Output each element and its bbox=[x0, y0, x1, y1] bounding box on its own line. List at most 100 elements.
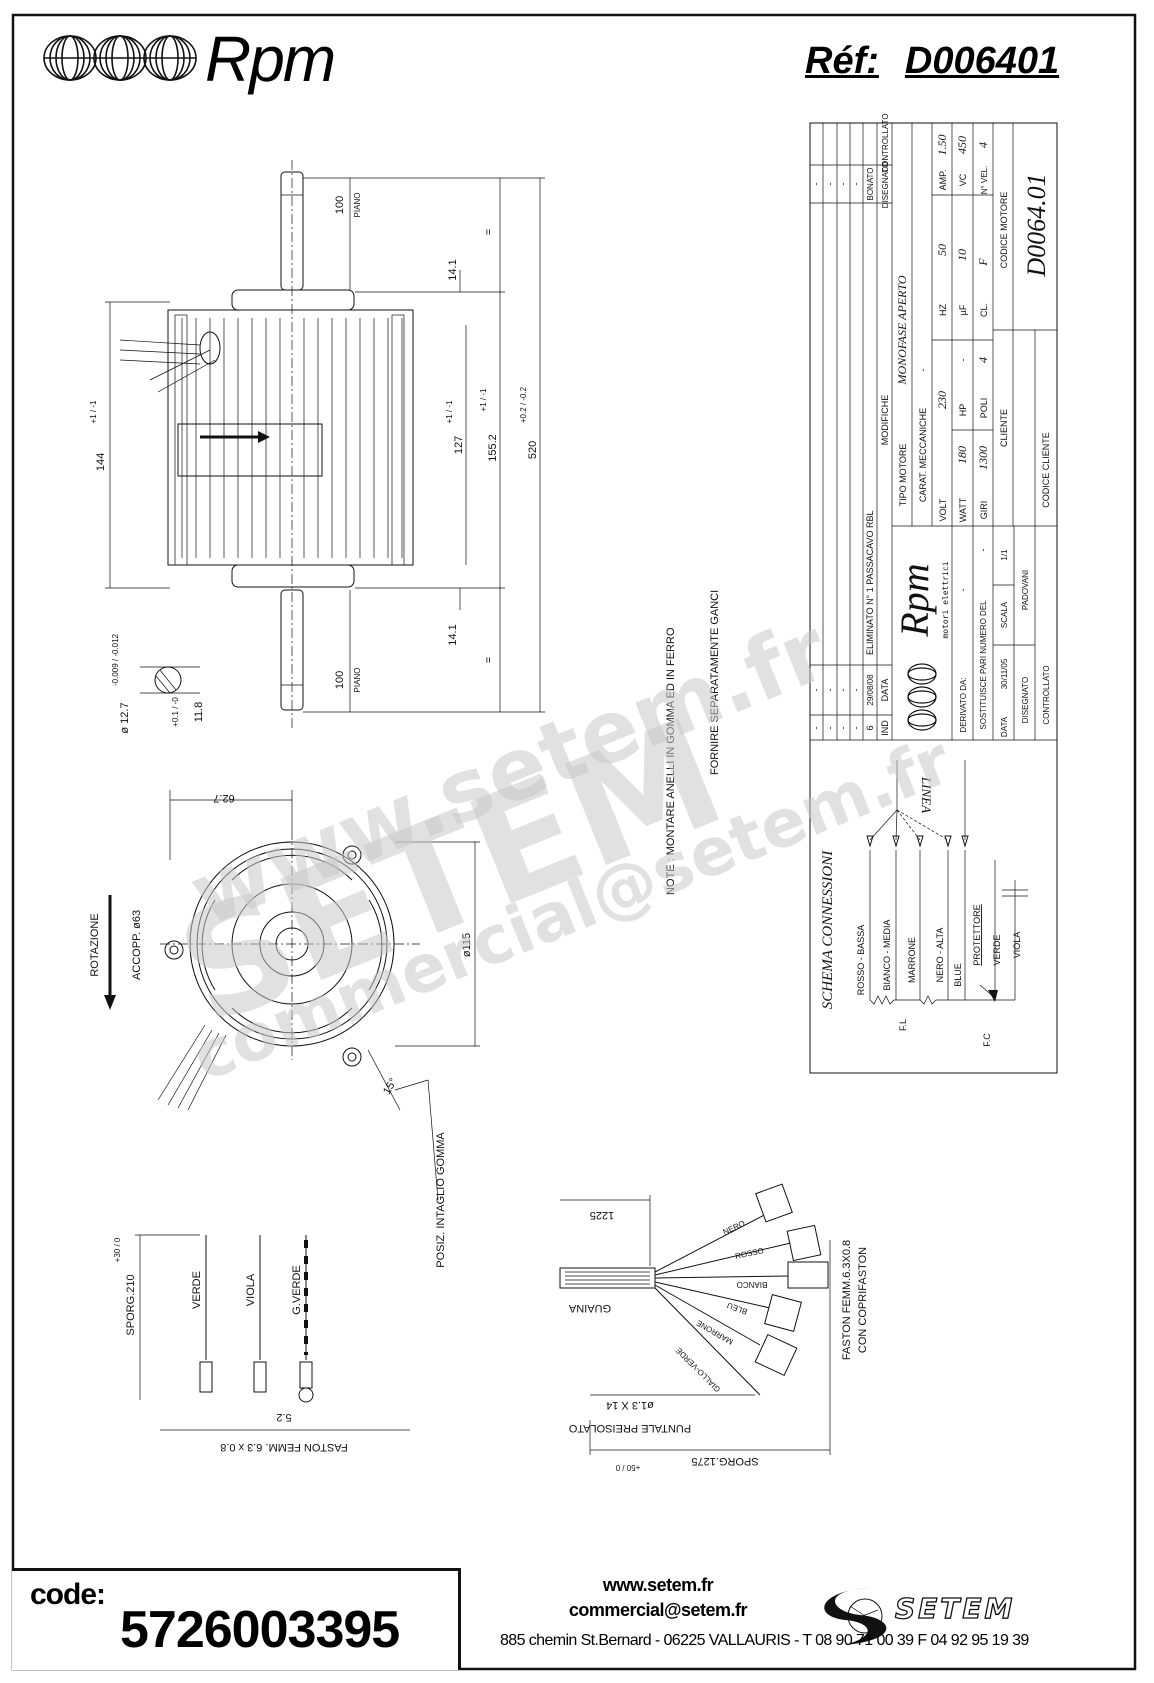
wiring-schema: SCHEMA CONNESSIONI LINEA ROSSO - BASSA B… bbox=[820, 760, 1028, 1047]
sostituisce-value: - bbox=[978, 549, 988, 552]
code-label: code: bbox=[30, 1578, 106, 1611]
rev-3-data: - bbox=[838, 689, 848, 692]
volt-value: 230 bbox=[935, 391, 949, 409]
cl-label: CL. bbox=[979, 303, 989, 317]
setem-logo-text: SETEM bbox=[895, 1592, 1015, 1625]
motor-front-view: 62.7 ROTAZIONE ACCOPP. ø63 ø115 15° POSI… bbox=[89, 790, 480, 1268]
note-line-1: NOTE : MONTARE ANELLI IN GOMMA ED IN FER… bbox=[665, 627, 677, 895]
hp-value: - bbox=[958, 359, 968, 362]
equal-bottom: = bbox=[483, 657, 495, 663]
schema-wire-protettore: PROTETTORE bbox=[972, 904, 982, 965]
title-block-logo-sub: motori elettrici bbox=[941, 561, 950, 638]
dim-62-7: 62.7 bbox=[213, 792, 234, 804]
schema-fl: F.L bbox=[898, 1019, 908, 1031]
footer-email[interactable]: commercial@setem.fr bbox=[568, 1600, 748, 1620]
harness-faston-1: FASTON FEMM.6.3X0.8 bbox=[841, 1240, 853, 1360]
rev-header-desc: MODIFICHE bbox=[880, 395, 890, 446]
footer-address: 885 chemin St.Bernard - 06225 VALLAURIS … bbox=[500, 1632, 1029, 1649]
terminal-label: PUNTALE PREISOLATO bbox=[568, 1422, 691, 1434]
dim-piano-bottom: 100 bbox=[334, 671, 346, 689]
reference-label: Réf: bbox=[805, 40, 879, 82]
controllato-label: CONTROLLATO bbox=[1042, 665, 1051, 724]
rpm-logo-text: Rpm bbox=[205, 23, 336, 95]
code-box bbox=[12, 1568, 461, 1670]
dim-115: ø115 bbox=[461, 933, 473, 957]
rev-2-drawn: - bbox=[825, 183, 835, 186]
giri-value: 1300 bbox=[976, 446, 990, 470]
harness-drawing: 1225 GUAINA NERO ROSSO BIANCO BLEU MARRO… bbox=[559, 1183, 869, 1472]
equal-top: = bbox=[483, 229, 495, 235]
vc-value: 450 bbox=[955, 136, 969, 154]
schema-wire-blue: BLUE bbox=[953, 963, 963, 987]
piano-label-bottom: PIANO bbox=[353, 668, 362, 693]
schema-wire-viola: VIOLA bbox=[1012, 932, 1022, 959]
footer-website[interactable]: www.setem.fr bbox=[602, 1575, 714, 1595]
coupling-label: ACCOPP. ø63 bbox=[131, 910, 143, 980]
rubber-notch-label: POSIZ. INTAGLIO GOMMA bbox=[435, 1132, 447, 1268]
code-value: 5726003395 bbox=[120, 1601, 400, 1659]
earth-leads-drawing: SPORG.210 +30 / 0 VERDE VIOLA G.VERDE 5.… bbox=[113, 1234, 410, 1453]
volt-label: VOLT bbox=[938, 498, 948, 521]
nvel-value: 4 bbox=[976, 142, 990, 148]
tipo-motore-value: MONOFASE APERTO bbox=[895, 275, 909, 385]
reference-value: D006401 bbox=[904, 40, 1060, 82]
rev-5-ind: 6 bbox=[865, 725, 875, 730]
dim-155-2: 155.2 bbox=[487, 434, 499, 462]
codice-motore-label: CODICE MOTORE bbox=[999, 192, 1009, 269]
rev-4-ind: - bbox=[851, 727, 861, 730]
earth-wire-verde: VERDE bbox=[191, 1271, 203, 1309]
rev-5-data: 29/08/08 bbox=[866, 674, 875, 706]
dim-1225: 1225 bbox=[590, 1209, 614, 1221]
codice-motore-value: D0064.01 bbox=[1022, 173, 1051, 277]
piano-label-top: PIANO bbox=[353, 193, 362, 218]
uf-value: 10 bbox=[955, 249, 969, 261]
watt-value: 180 bbox=[955, 446, 969, 464]
schema-wire-verde: VERDE bbox=[992, 934, 1002, 965]
poli-value: 4 bbox=[976, 357, 990, 363]
scala-value: 1/1 bbox=[1000, 549, 1009, 561]
derivato-label: DERIVATO DA: bbox=[959, 677, 968, 732]
carat-value: - bbox=[918, 369, 928, 372]
rev-3-drawn: - bbox=[838, 183, 848, 186]
schema-wire-nero: NERO - ALTA bbox=[935, 928, 945, 983]
cl-value: F bbox=[976, 258, 990, 267]
schema-wire-rosso: ROSSO - BASSA bbox=[856, 925, 866, 996]
rev-header-drawn: DISEGNATO bbox=[881, 162, 890, 208]
harness-sporg: SPORG.1275 bbox=[691, 1455, 758, 1467]
schema-title: SCHEMA CONNESSIONI bbox=[820, 850, 836, 1009]
earth-wire-viola: VIOLA bbox=[245, 1273, 257, 1306]
data-value: 30/11/05 bbox=[1000, 658, 1009, 689]
hz-value: 50 bbox=[935, 244, 949, 256]
harness-sporg-tolerance: +50 / 0 bbox=[615, 1463, 640, 1472]
harness-wire-marrone: MARRONE bbox=[695, 1318, 735, 1346]
vc-label: VC bbox=[958, 173, 968, 186]
amp-label: AMP. bbox=[938, 170, 948, 191]
rev-5-desc: ELIMINATO N° 1 PASSACAVO RBL bbox=[865, 511, 875, 655]
rev-4-drawn: - bbox=[851, 183, 861, 186]
rev-2-data: - bbox=[825, 689, 835, 692]
derivato-value: - bbox=[958, 589, 968, 592]
harness-sheath: GUAINA bbox=[568, 1302, 611, 1314]
sostituisce-label: SOSTITUISCE PARI NUMERO DEL bbox=[979, 600, 988, 730]
rev-1-ind: - bbox=[811, 727, 821, 730]
tol-144: +1 / -1 bbox=[89, 400, 98, 423]
rev-header-ind: IND bbox=[880, 720, 890, 736]
earth-sporg: SPORG.210 bbox=[125, 1274, 137, 1335]
tipo-motore-label: TIPO MOTORE bbox=[898, 444, 908, 507]
poli-label: POLI bbox=[979, 398, 989, 419]
watt-label: WATT bbox=[958, 497, 968, 522]
shaft-tolerance: -0.009 / -0.012 bbox=[111, 633, 120, 686]
schema-wire-marrone: MARRONE bbox=[907, 937, 917, 983]
title-block-rpm-logo bbox=[907, 663, 937, 731]
tol-155-2: +1 / -1 bbox=[479, 388, 488, 411]
scala-label: SCALA bbox=[1000, 601, 1009, 628]
disegnato-label: DISEGNATO bbox=[1021, 677, 1030, 723]
rev-2-ind: - bbox=[825, 727, 835, 730]
amp-value: 1.50 bbox=[935, 135, 949, 156]
rpm-coil-logo bbox=[43, 35, 197, 81]
flat-dim: 11.8 bbox=[193, 702, 205, 723]
nvel-label: N° VEL. bbox=[980, 166, 989, 195]
rev-1-drawn: - bbox=[811, 183, 821, 186]
cliente-label: CLIENTE bbox=[999, 409, 1009, 447]
